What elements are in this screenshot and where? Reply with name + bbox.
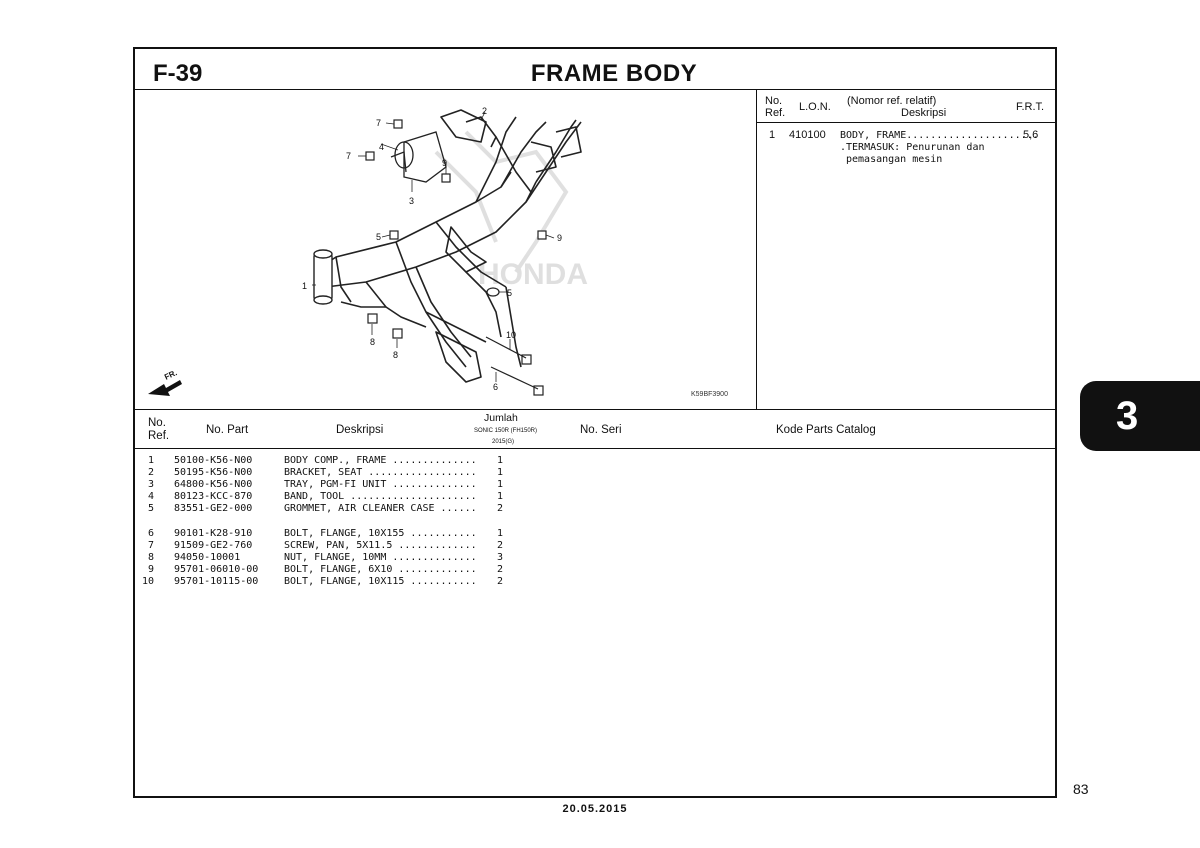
parts-col-qty: Jumlah <box>484 412 518 424</box>
callout-6: 6 <box>493 382 498 392</box>
front-arrow-icon: FR. <box>148 368 182 396</box>
page-frame <box>133 47 1057 798</box>
callout-10: 10 <box>506 330 516 340</box>
callout-3: 3 <box>409 196 414 206</box>
long-bolts <box>485 336 539 390</box>
parts-col-part: No. Part <box>206 424 249 436</box>
parts-col-catalog: Kode Parts Catalog <box>776 424 876 436</box>
callout-2: 2 <box>482 106 487 116</box>
parts-header-divider <box>134 448 1056 449</box>
callout-1: 1 <box>302 281 307 291</box>
ref-col-lon: L.O.N. <box>799 101 831 113</box>
page-title: FRAME BODY <box>530 60 698 87</box>
section-tab: 3 <box>1080 381 1200 451</box>
callout-5a: 5 <box>376 232 381 242</box>
ref-row-lon: 410100 <box>789 129 826 141</box>
title-divider <box>134 89 1056 90</box>
parts-col-model: SONIC 150R (FH150R) <box>474 428 538 434</box>
parts-col-no: No. Ref. <box>148 417 170 442</box>
page-number: 83 <box>1073 781 1089 797</box>
callout-5b: 5 <box>507 288 512 298</box>
diagram-divider <box>134 409 1056 410</box>
watermark-text: HONDA <box>478 258 588 291</box>
diagram-code: K59BF3900 <box>691 391 728 398</box>
callout-8b: 8 <box>393 350 398 360</box>
leader-lines <box>312 111 555 382</box>
ref-row-note2: pemasangan mesin <box>846 154 943 165</box>
callout-7b: 7 <box>346 151 351 161</box>
ref-col-frt: F.R.T. <box>1016 101 1045 113</box>
callout-7a: 7 <box>376 118 381 128</box>
ref-header-divider <box>756 122 1056 123</box>
footer-date: 20.05.2015 <box>562 803 628 815</box>
ref-table-divider <box>756 89 757 409</box>
ref-row-frt: 5,6 <box>1023 129 1039 141</box>
ref-col-desc-top: (Nomor ref. relatif) <box>847 95 937 107</box>
parts-col-serial: No. Seri <box>580 424 622 436</box>
section-code: F-39 <box>153 60 203 87</box>
frame-lines <box>320 109 582 383</box>
callout-9a: 9 <box>442 158 447 168</box>
frame-body-diagram: HONDA <box>148 106 728 398</box>
ref-col-desc: Deskripsi <box>901 107 947 119</box>
callout-4: 4 <box>379 142 384 152</box>
callout-9b: 9 <box>557 233 562 243</box>
honda-watermark: HONDA <box>434 130 588 291</box>
parts-col-desc: Deskripsi <box>336 424 384 436</box>
callout-8a: 8 <box>370 337 375 347</box>
ref-row-desc: BODY, FRAME...................... <box>840 130 1039 141</box>
ref-row-note1: .TERMASUK: Penurunan dan <box>840 142 985 153</box>
band-tool <box>394 141 414 169</box>
head-pipe <box>313 249 333 305</box>
ref-row-no: 1 <box>769 129 776 141</box>
ref-col-no: No. Ref. <box>765 95 786 119</box>
parts-col-year: 2015(G) <box>492 439 515 445</box>
front-arrow-label: FR. <box>163 368 178 382</box>
tray-part <box>390 131 447 183</box>
